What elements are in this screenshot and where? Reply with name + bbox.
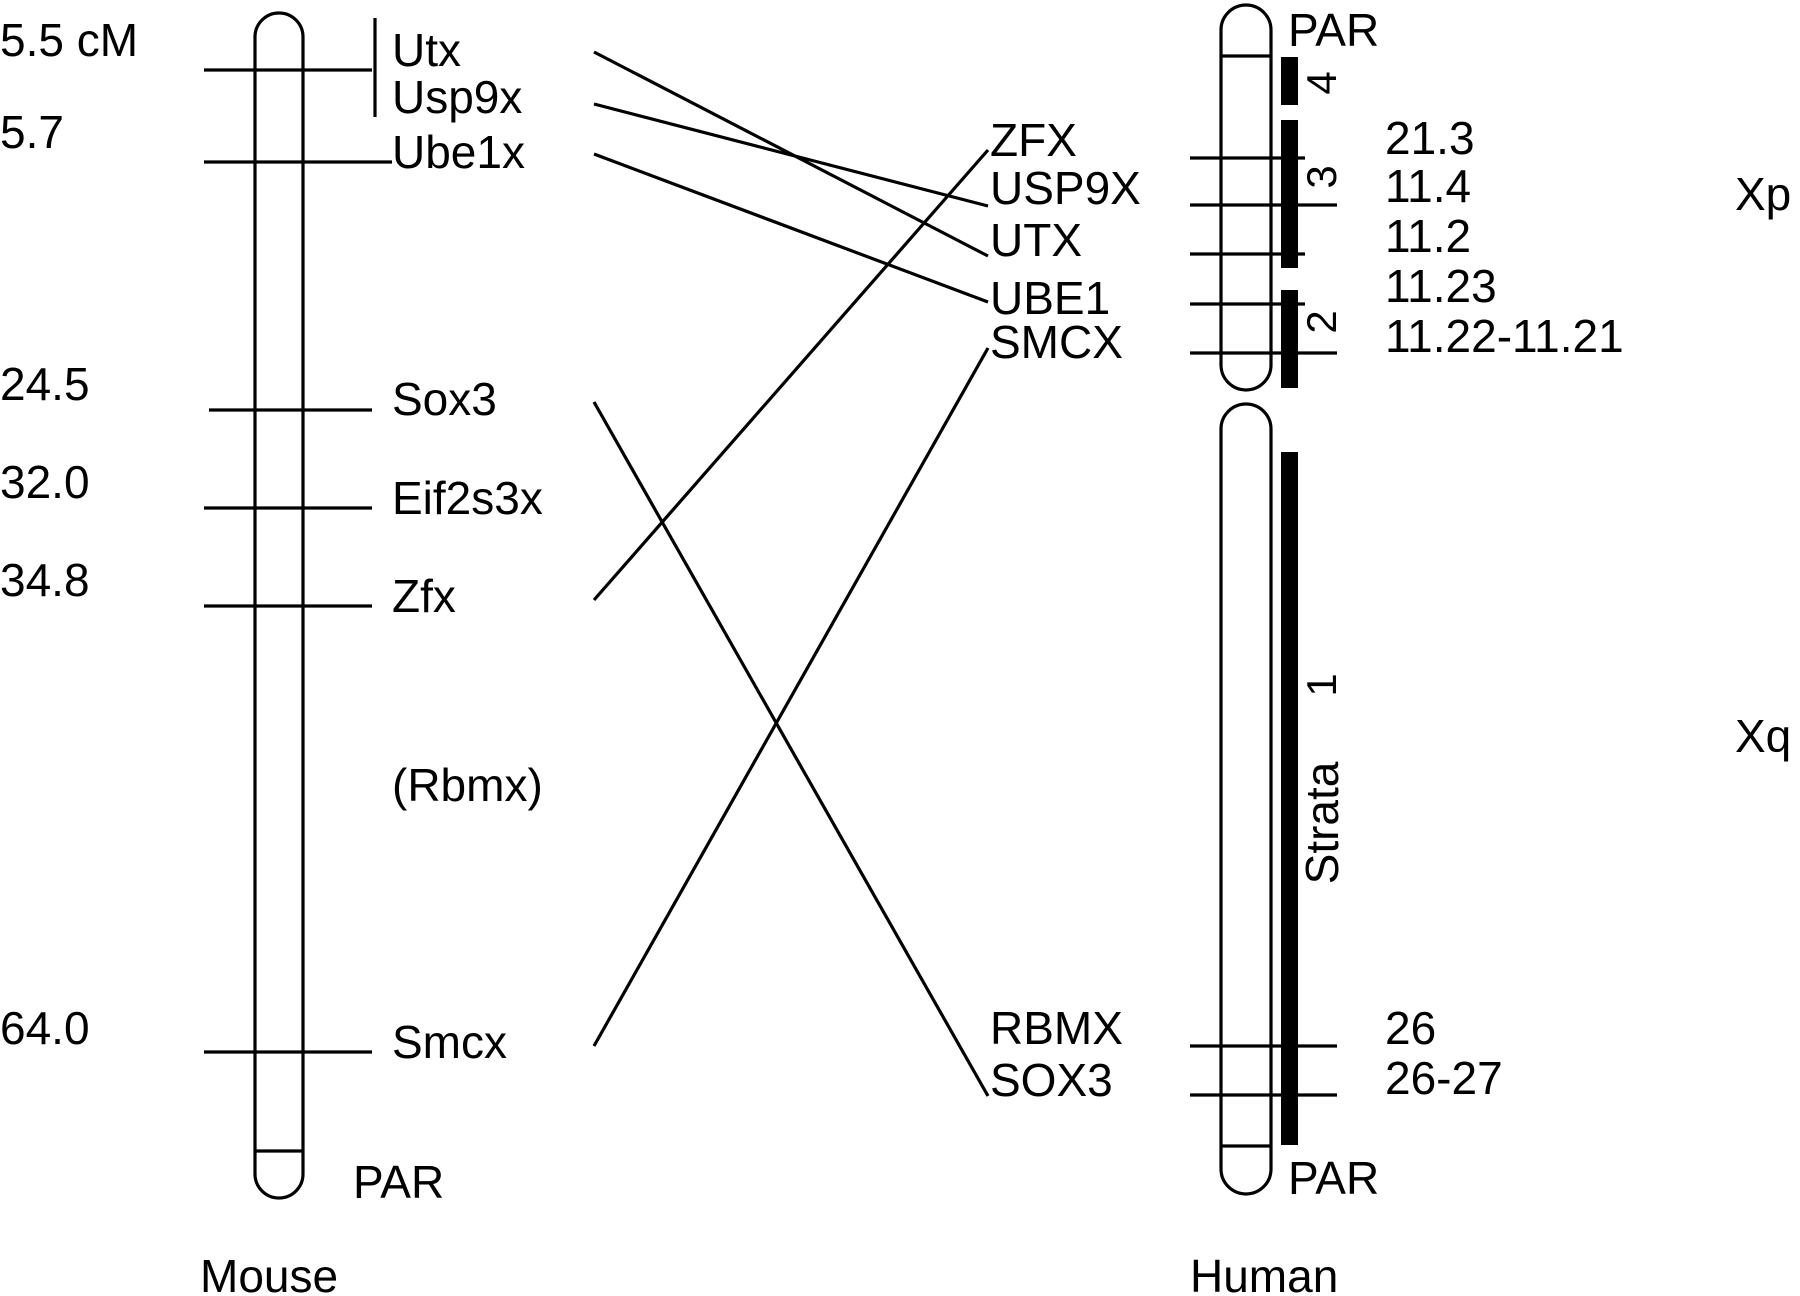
band-label: 11.22-11.21 — [1385, 310, 1624, 362]
mouse-gene-zfx: Zfx — [392, 570, 456, 622]
mouse-gene-rbmx: (Rbmx) — [392, 759, 543, 811]
strata-title: Strata — [1296, 761, 1348, 884]
species-label-mouse: Mouse — [200, 1250, 338, 1296]
ortholog-connections — [592, 50, 990, 1097]
cm-label: 32.0 — [0, 456, 90, 508]
mouse-gene-eif2s3x: Eif2s3x — [392, 472, 543, 524]
stratum-3-label: 3 — [1298, 165, 1345, 188]
strata-bars — [1281, 57, 1298, 1145]
arm-label-xq: Xq — [1735, 710, 1791, 762]
band-label: 11.4 — [1385, 160, 1471, 212]
human-band-labels: 21.3 11.4 11.2 11.23 11.22-11.21 26 26-2… — [1385, 112, 1624, 1104]
band-label: 11.2 — [1385, 210, 1471, 262]
human-gene-sox3: SOX3 — [990, 1054, 1113, 1106]
human-gene-utx: UTX — [990, 214, 1082, 266]
band-label: 26 — [1385, 1002, 1436, 1054]
mouse-gene-ube1x: Ube1x — [392, 126, 525, 178]
cm-label: 64.0 — [0, 1002, 90, 1054]
connector-zfx — [592, 148, 990, 602]
human-gene-smcx: SMCX — [990, 316, 1123, 368]
human-par-bottom-label: PAR — [1288, 1152, 1379, 1204]
mouse-cm-positions: 5.5 cM 5.7 24.5 32.0 34.8 64.0 — [0, 14, 138, 1054]
mouse-par-label: PAR — [353, 1156, 444, 1208]
band-label: 21.3 — [1385, 112, 1475, 164]
mouse-gene-usp9x: Usp9x — [392, 71, 522, 123]
mouse-gene-sox3: Sox3 — [392, 373, 497, 425]
strata-labels: 4 3 2 1 Strata — [1296, 71, 1348, 884]
mouse-chromosome — [204, 11, 392, 1200]
mouse-gene-utx: Utx — [392, 24, 461, 76]
species-label-human: Human — [1190, 1250, 1338, 1296]
human-par-top-label: PAR — [1288, 4, 1379, 56]
human-chromosome — [1190, 3, 1337, 1196]
human-gene-ube1: UBE1 — [990, 272, 1110, 324]
band-label: 11.23 — [1385, 260, 1497, 312]
stratum-4-label: 4 — [1298, 71, 1345, 94]
human-gene-zfx: ZFX — [990, 114, 1077, 166]
stratum-2-label: 2 — [1298, 310, 1345, 333]
connector-ube1x — [593, 152, 989, 304]
human-gene-usp9x: USP9X — [990, 162, 1141, 214]
human-arm-labels: Xp Xq — [1735, 168, 1791, 762]
connector-usp9x — [593, 102, 989, 208]
connector-sox3 — [592, 401, 990, 1097]
arm-label-xp: Xp — [1735, 168, 1791, 220]
cm-label: 5.5 cM — [0, 14, 138, 66]
cm-label: 24.5 — [0, 358, 90, 410]
connector-smcx — [592, 347, 990, 1047]
cm-label: 5.7 — [0, 106, 64, 158]
human-q-arm-outline — [1219, 402, 1273, 1196]
human-gene-rbmx: RBMX — [990, 1002, 1123, 1054]
stratum-2-bar — [1281, 290, 1298, 388]
stratum-1-label: 1 — [1298, 673, 1345, 696]
mouse-gene-labels: Utx Usp9x Ube1x Sox3 Eif2s3x Zfx (Rbmx) … — [353, 24, 543, 1208]
stratum-1-bar — [1281, 452, 1298, 1145]
stratum-4-bar — [1281, 57, 1298, 105]
human-gene-labels: ZFX USP9X UTX UBE1 SMCX RBMX SOX3 PAR PA… — [990, 4, 1379, 1204]
human-p-arm-outline — [1219, 3, 1273, 392]
cm-label: 34.8 — [0, 554, 90, 606]
band-label: 26-27 — [1385, 1052, 1503, 1104]
species-labels: Mouse Human — [200, 1250, 1338, 1296]
stratum-3-bar — [1281, 120, 1298, 268]
mouse-gene-smcx: Smcx — [392, 1016, 507, 1068]
